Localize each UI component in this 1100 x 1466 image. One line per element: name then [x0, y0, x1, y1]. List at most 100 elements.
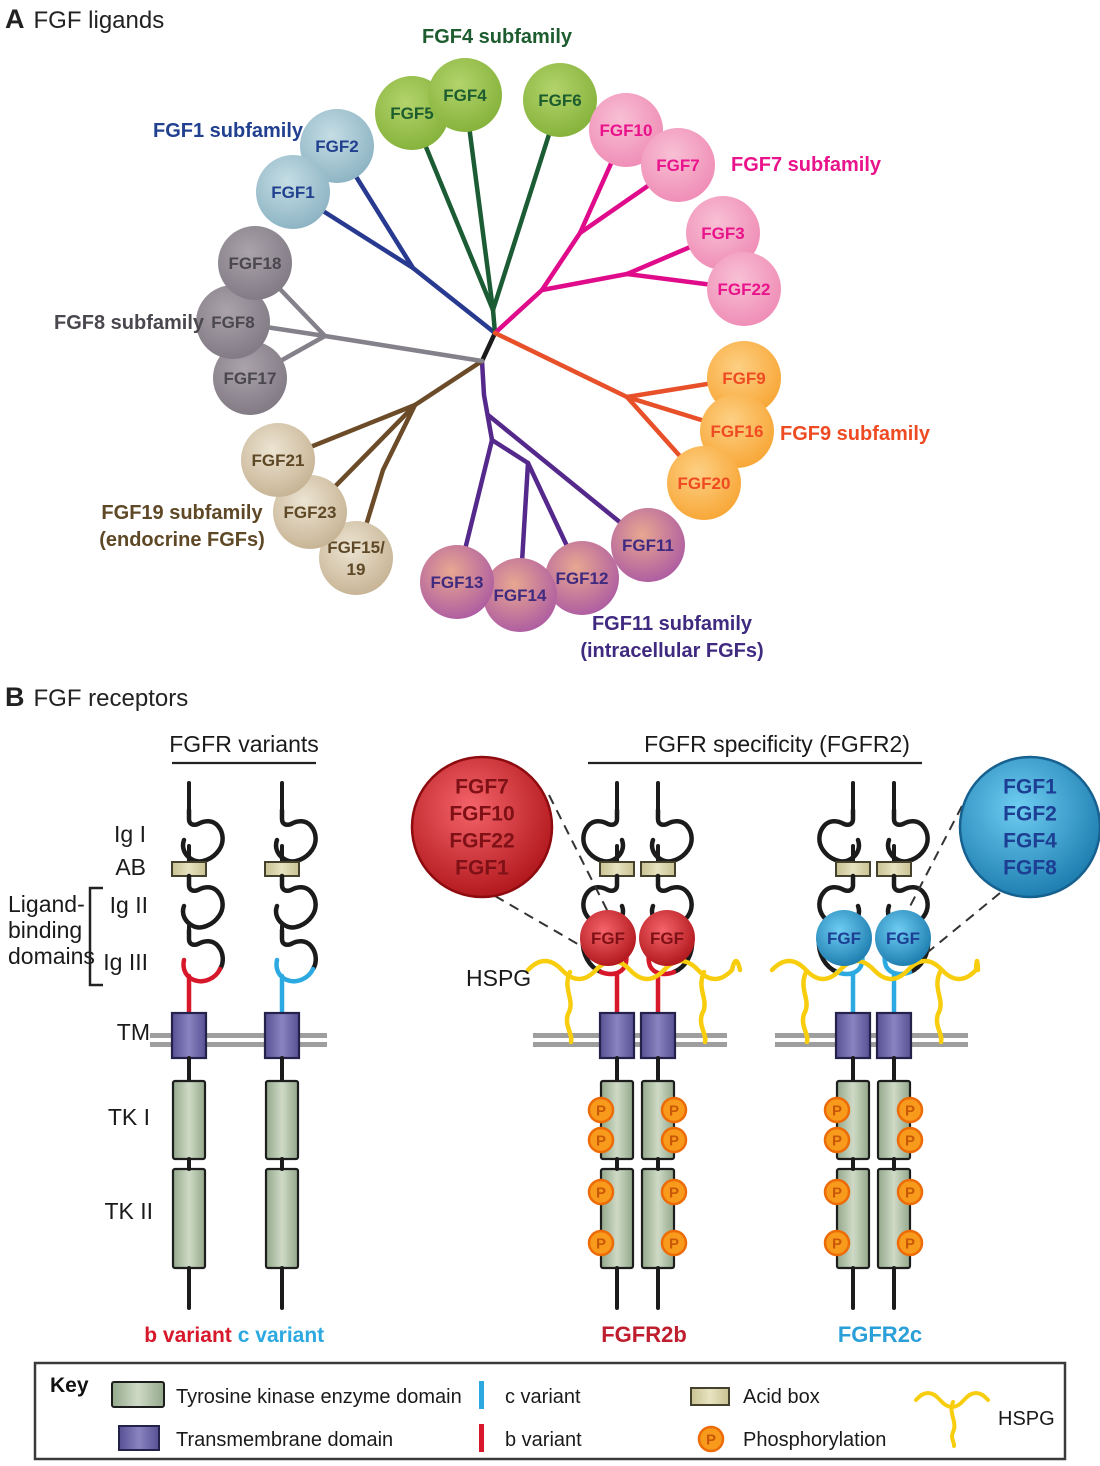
group-ball-line: FGF22: [449, 830, 514, 853]
fgf-ball-circle: [639, 910, 695, 966]
key-tm-swatch: [118, 1425, 160, 1451]
group-ball-circle: [410, 755, 554, 899]
receptor-name: FGFR2b: [601, 1322, 687, 1347]
subfamily-label-line: (intracellular FGFs): [580, 640, 763, 662]
branch-pink: [539, 271, 630, 293]
panel-b-tag: B: [5, 682, 25, 712]
variant-label: b variant: [144, 1324, 232, 1347]
tk2-domain: [264, 1167, 300, 1270]
p-circle: [587, 1178, 615, 1206]
section-header: FGFR specificity (FGFR2): [644, 731, 910, 757]
ball-label: FGF14: [494, 586, 547, 605]
group-ball-line: FGF4: [1003, 830, 1057, 853]
ball-label: FGF8: [211, 313, 254, 332]
phosphorylation: P: [660, 1229, 688, 1257]
subfamily-label: FGF19 subfamily(endocrine FGFs): [99, 502, 265, 551]
tk2-domain: [171, 1167, 207, 1270]
branch-tan: [412, 358, 485, 408]
key-item-label: HSPG: [998, 1408, 1055, 1430]
ball-label: FGF21: [252, 451, 305, 470]
callout-dash: [548, 794, 610, 915]
subfamily-label-line: FGF7 subfamily: [731, 154, 882, 176]
ligand-ball-FGF17: FGF17: [213, 341, 287, 415]
phosphorylation: P: [660, 1096, 688, 1124]
single-receptor-b: b variant: [144, 781, 232, 1347]
p-letter: P: [905, 1185, 915, 1202]
ball-circle: [589, 93, 663, 167]
ig-loop: [279, 927, 318, 972]
tk1-domain: [264, 1079, 300, 1161]
ligand-ball-FGF20: FGF20: [667, 446, 741, 520]
phosphorylation: P: [896, 1096, 924, 1124]
ligand-ball-FGF8: FGF8: [196, 285, 270, 359]
key-item-label: Acid box: [743, 1386, 820, 1408]
phosphorylation: P: [587, 1096, 615, 1124]
ball-circle: [213, 341, 287, 415]
p-letter: P: [706, 1432, 716, 1449]
fgf-ball-label: FGF: [591, 929, 625, 948]
ball-label: FGF5: [390, 104, 433, 123]
panel-a-tag: A: [5, 4, 25, 34]
phosphorylation: P: [896, 1178, 924, 1206]
ball-label: FGF13: [431, 573, 484, 592]
ligand-ball-FGF2: FGF2: [300, 109, 374, 183]
tk1-domain: [171, 1079, 207, 1161]
ball-label: FGF11: [622, 536, 674, 555]
branch-blue: [410, 265, 498, 336]
ball-circle: [428, 58, 502, 132]
ligand-ball-FGF18: FGF18: [218, 226, 292, 300]
domain-label: Ig II: [110, 892, 148, 918]
ligand-ball-FGF22: FGF22: [707, 252, 781, 326]
key-item-label: Tyrosine kinase enzyme domain: [176, 1386, 462, 1408]
ball-circle: [707, 252, 781, 326]
callout-dash: [494, 895, 589, 951]
ligand-ball-FGF6: FGF6: [523, 63, 597, 137]
p-circle: [587, 1126, 615, 1154]
key-title: Key: [50, 1374, 89, 1397]
p-circle: [660, 1229, 688, 1257]
p-circle: [660, 1126, 688, 1154]
p-letter: P: [832, 1236, 842, 1253]
ball-label: FGF22: [718, 280, 771, 299]
ball-label: FGF7: [656, 156, 699, 175]
ball-label: FGF3: [701, 224, 744, 243]
subfamily-label-line: FGF1 subfamily: [153, 120, 304, 142]
group-ball-line: FGF10: [449, 803, 514, 826]
p-letter: P: [832, 1103, 842, 1120]
p-letter: P: [832, 1133, 842, 1150]
ligand-ball-FGF14: FGF14: [483, 558, 557, 632]
section-header: FGFR variants: [169, 731, 319, 757]
ig-loop: [181, 957, 223, 984]
ligand-ball-FGF13: FGF13: [420, 545, 494, 619]
subfamily-label: FGF9 subfamily: [780, 423, 931, 445]
key-tk-swatch: [111, 1381, 165, 1408]
subfamily-label-line: FGF9 subfamily: [780, 423, 931, 445]
ball-circle: [483, 558, 557, 632]
key-cvariant-swatch: [479, 1381, 484, 1409]
hspg-strand: [800, 969, 810, 1045]
ball-circle: [523, 63, 597, 137]
phosphorylation: P: [823, 1096, 851, 1124]
tm-domain: [263, 1011, 301, 1060]
ball-label: FGF2: [315, 137, 358, 156]
phosphorylation: P: [660, 1126, 688, 1154]
ligand-ball-FGF4: FGF4: [428, 58, 502, 132]
receptor-name: FGFR2c: [838, 1322, 922, 1347]
ball-label: FGF1: [271, 183, 314, 202]
key-item-label: Phosphorylation: [743, 1429, 886, 1451]
group-ball-line: FGF7: [455, 776, 509, 799]
callout-dash: [927, 892, 1001, 953]
tm-domain: [875, 1011, 913, 1060]
branch-pink: [492, 287, 545, 336]
ligand-ball-FGF10: FGF10: [589, 93, 663, 167]
fgf-ball-label: FGF: [827, 929, 861, 948]
lbd-label-line: Ligand-: [8, 891, 85, 917]
subfamily-label: FGF1 subfamily: [153, 120, 304, 142]
phosphorylation: P: [697, 1425, 725, 1453]
p-circle: [896, 1126, 924, 1154]
key-item-label: c variant: [505, 1386, 581, 1408]
phosphorylation: P: [587, 1178, 615, 1206]
